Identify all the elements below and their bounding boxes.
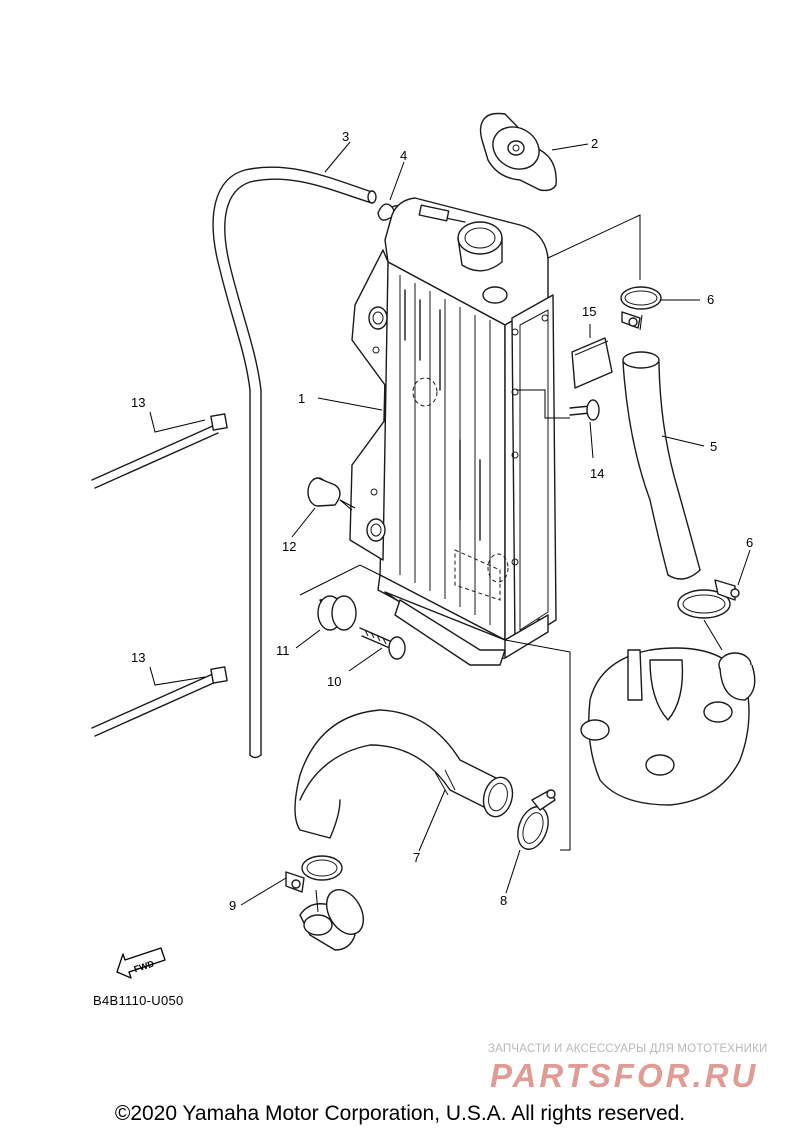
cable-tie-lower [91, 666, 228, 737]
callout-6-lower: 6 [746, 535, 753, 550]
callout-6-upper: 6 [707, 292, 714, 307]
overflow-hose [212, 166, 377, 759]
damper [317, 595, 357, 631]
callout-3: 3 [342, 129, 349, 144]
callout-4: 4 [400, 148, 407, 163]
callout-15: 15 [582, 304, 596, 319]
watermark-logo-text: PARTSFOR.RU [490, 1057, 758, 1094]
callout-11: 11 [276, 643, 290, 658]
cylinder-head [580, 647, 756, 806]
callout-8: 8 [500, 893, 507, 908]
hose-clamp-upper [620, 286, 662, 329]
watermark-logo: PARTSFOR.RU [490, 1057, 758, 1094]
cable-tie-upper [91, 413, 228, 489]
radiator-cap [479, 112, 557, 192]
callout-14: 14 [590, 466, 604, 481]
callout-5: 5 [710, 439, 717, 454]
callout-13-upper: 13 [131, 395, 145, 410]
radiator [349, 197, 557, 666]
drawing-code: B4B1110-U050 [93, 993, 184, 1008]
leader-lines [149, 141, 751, 906]
hose-clamp-8 [517, 789, 556, 850]
callout-10: 10 [327, 674, 341, 689]
callout-2: 2 [591, 136, 598, 151]
callout-13-lower: 13 [131, 650, 145, 665]
watermark-tagline: ЗАПЧАСТИ И АКСЕССУАРЫ ДЛЯ МОТОТЕХНИКИ [488, 1043, 768, 1055]
assembly-lines [299, 214, 723, 913]
callout-9: 9 [229, 898, 236, 913]
bolt [359, 627, 406, 660]
callout-labels: 1 2 3 4 5 6 6 7 8 9 10 11 12 13 13 14 15 [131, 129, 753, 913]
radiator-hose-upper [622, 351, 701, 580]
radiator-hose-lower [294, 709, 514, 839]
hose-clamp-lower [677, 579, 740, 619]
callout-12: 12 [282, 539, 296, 554]
forward-arrow-icon: FWD [116, 947, 166, 979]
caution-label [571, 337, 613, 389]
hose-clamp-9 [285, 855, 365, 951]
callout-1: 1 [298, 391, 305, 406]
copyright: ©2020 Yamaha Motor Corporation, U.S.A. A… [114, 1102, 686, 1125]
bolt-14 [569, 399, 600, 421]
grommet [307, 477, 353, 511]
callout-7: 7 [413, 850, 420, 865]
